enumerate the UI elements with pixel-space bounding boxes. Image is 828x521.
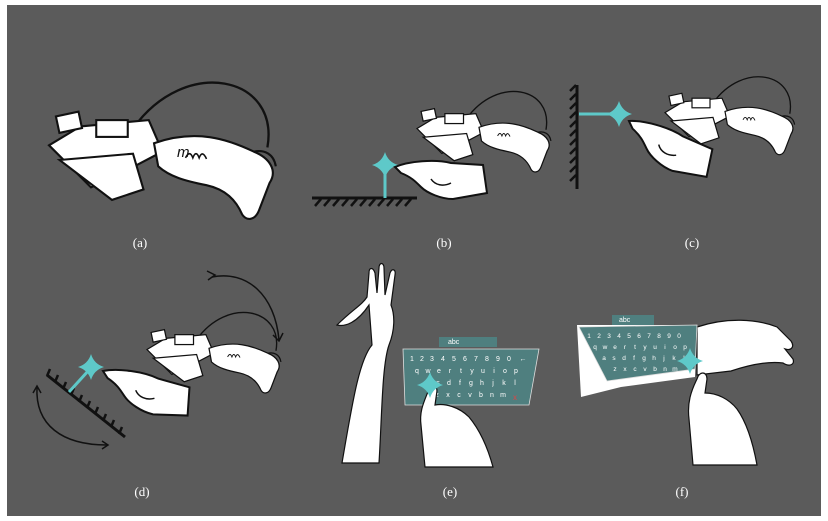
caption-d: (d) — [112, 484, 172, 500]
forearm — [697, 320, 793, 375]
caption-e: (e) — [420, 484, 480, 500]
key-label: 2 — [597, 333, 601, 340]
panel-a-headset: m — [49, 83, 276, 219]
key-label: e — [613, 344, 617, 351]
keyboard-mode-label: abc — [448, 339, 460, 346]
key-label: h — [652, 355, 656, 362]
key-label: z — [613, 366, 616, 373]
key-label: 1 — [410, 356, 414, 363]
key-label: 3 — [607, 333, 611, 340]
key-label: 0 — [507, 356, 511, 363]
right-hand — [688, 373, 757, 465]
key-label: f — [459, 380, 461, 387]
key-label: d — [622, 355, 626, 362]
key-label: m — [500, 392, 506, 399]
panel-d-adjustable-surface — [33, 271, 283, 449]
key-label: 9 — [496, 356, 500, 363]
keyboard-mode-label: abc — [619, 317, 631, 324]
panel-c-vertical-surface — [570, 77, 795, 189]
key-label: 1 — [587, 333, 591, 340]
key-label: 5 — [452, 356, 456, 363]
key-label: ← — [520, 356, 527, 363]
caption-c: (c) — [662, 235, 722, 251]
touch-burst-icon — [372, 152, 398, 178]
key-label: x — [446, 392, 450, 399]
key-label: b — [479, 392, 483, 399]
key-label: b — [653, 366, 657, 373]
figure-panel: m — [7, 5, 821, 516]
headset-logo: m — [177, 144, 190, 161]
key-label: 7 — [474, 356, 478, 363]
key-label: h — [480, 380, 484, 387]
key-label: 7 — [647, 333, 651, 340]
key-label: 4 — [441, 356, 445, 363]
key-label: n — [663, 366, 667, 373]
key-label: 4 — [617, 333, 621, 340]
key-label: w — [602, 344, 608, 351]
key-label: 3 — [430, 356, 434, 363]
key-label: 0 — [677, 333, 681, 340]
key-label: u — [653, 344, 657, 351]
key-label: 8 — [485, 356, 489, 363]
key-label: k — [502, 380, 506, 387]
key-label: 8 — [657, 333, 661, 340]
key-label: 6 — [463, 356, 467, 363]
key-label: d — [447, 380, 451, 387]
panel-e-virtual-keyboard-wrist: abc 1 2 3 4 5 6 7 8 9 0 ← q w e r t y u … — [337, 264, 539, 468]
key-label: a — [602, 355, 606, 362]
key-label: g — [469, 380, 473, 387]
key-label: g — [642, 355, 646, 362]
key-label: j — [491, 380, 494, 387]
close-key-icon: x — [513, 393, 517, 402]
caption-f: (f) — [652, 484, 712, 500]
key-label: p — [514, 368, 518, 375]
panel-f-virtual-keyboard-arm: abc 1 2 3 4 5 6 7 8 9 0 q w e r t y u i … — [577, 315, 793, 465]
left-arm — [337, 264, 395, 464]
key-label: i — [664, 344, 665, 351]
key-label: 5 — [627, 333, 631, 340]
key-label: p — [683, 344, 687, 351]
key-label: j — [662, 355, 664, 362]
key-label: 6 — [637, 333, 641, 340]
panel-b-horizontal-surface — [312, 91, 551, 206]
key-label: t — [634, 344, 636, 351]
key-label: o — [503, 368, 507, 375]
key-label: q — [593, 344, 597, 351]
key-label: m — [672, 366, 677, 373]
key-label: v — [468, 392, 472, 399]
key-label: n — [490, 392, 494, 399]
key-label: t — [460, 368, 462, 375]
virtual-keyboard-e: abc 1 2 3 4 5 6 7 8 9 0 ← q w e r t y u … — [403, 337, 539, 405]
key-label: c — [457, 392, 461, 399]
key-label: u — [481, 368, 485, 375]
caption-b: (b) — [414, 235, 474, 251]
touch-burst-icon — [606, 101, 632, 127]
key-label: e — [437, 368, 441, 375]
caption-a: (a) — [110, 235, 170, 251]
key-label: y — [470, 368, 474, 375]
key-label: 2 — [420, 356, 424, 363]
key-label: q — [415, 368, 419, 375]
key-label: 9 — [667, 333, 671, 340]
key-label: f — [633, 355, 635, 362]
tilted-surface — [47, 375, 125, 437]
key-label: o — [673, 344, 677, 351]
